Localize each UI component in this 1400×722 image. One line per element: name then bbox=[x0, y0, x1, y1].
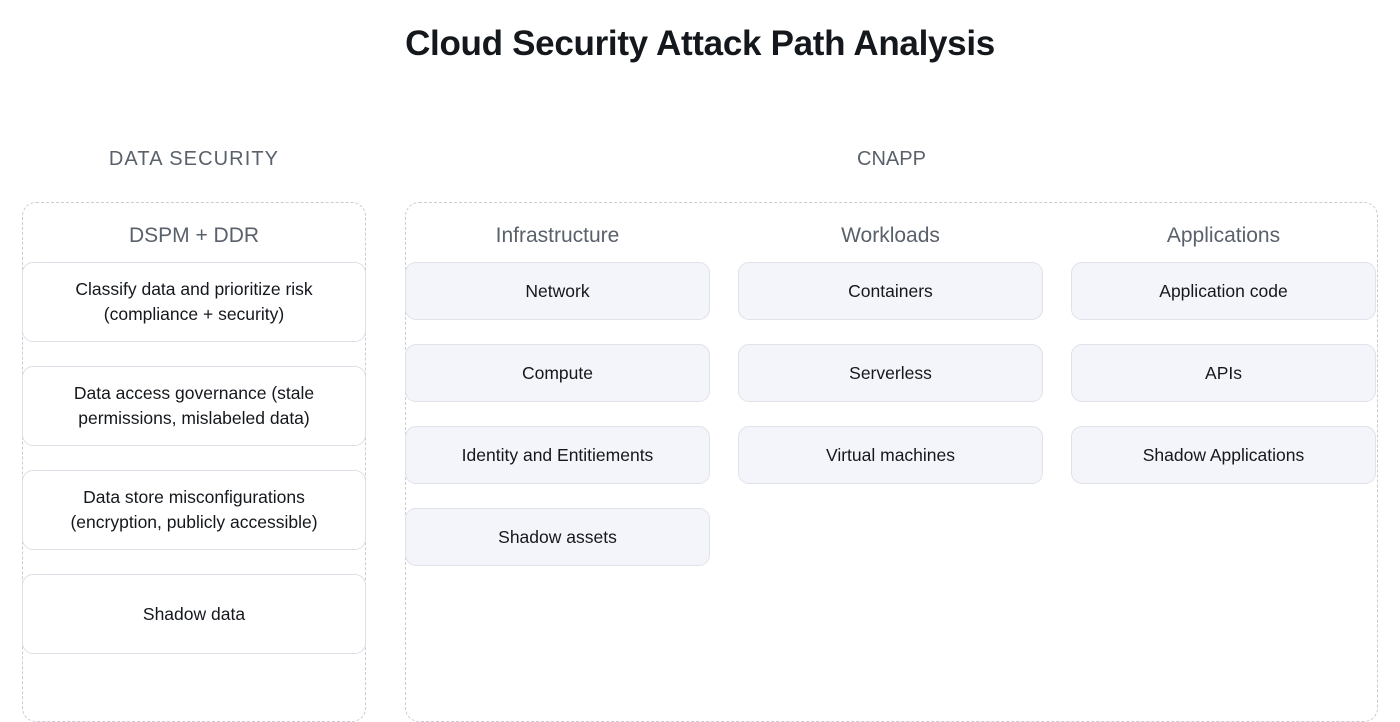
card-list-workloads: Containers Serverless Virtual machines bbox=[738, 262, 1043, 484]
card-list-applications: Application code APIs Shadow Application… bbox=[1071, 262, 1376, 484]
column-applications: Applications Application code APIs Shado… bbox=[1071, 202, 1376, 484]
card-item[interactable]: Virtual machines bbox=[738, 426, 1043, 484]
card-list-dspm-ddr: Classify data and prioritize risk (compl… bbox=[22, 262, 366, 654]
card-item[interactable]: APIs bbox=[1071, 344, 1376, 402]
page-title: Cloud Security Attack Path Analysis bbox=[405, 24, 995, 63]
column-title-workloads: Workloads bbox=[841, 224, 940, 247]
card-item[interactable]: Shadow assets bbox=[405, 508, 710, 566]
card-item[interactable]: Identity and Entitiements bbox=[405, 426, 710, 484]
card-item[interactable]: Serverless bbox=[738, 344, 1043, 402]
card-item[interactable]: Data access governance (stale permission… bbox=[22, 366, 366, 446]
column-title-infrastructure: Infrastructure bbox=[495, 224, 620, 247]
column-title-applications: Applications bbox=[1166, 224, 1281, 247]
card-item[interactable]: Compute bbox=[405, 344, 710, 402]
card-item[interactable]: Application code bbox=[1071, 262, 1376, 320]
card-item[interactable]: Classify data and prioritize risk (compl… bbox=[22, 262, 366, 342]
card-list-infrastructure: Network Compute Identity and Entitiement… bbox=[405, 262, 710, 566]
card-item[interactable]: Data store misconfigurations (encryption… bbox=[22, 470, 366, 550]
column-infrastructure: Infrastructure Network Compute Identity … bbox=[405, 202, 710, 566]
card-item[interactable]: Shadow data bbox=[22, 574, 366, 654]
card-item[interactable]: Containers bbox=[738, 262, 1043, 320]
group-heading-cnapp: CNAPP bbox=[857, 148, 926, 170]
card-item[interactable]: Network bbox=[405, 262, 710, 320]
column-dspm-ddr: DSPM + DDR Classify data and prioritize … bbox=[22, 202, 366, 654]
card-item[interactable]: Shadow Applications bbox=[1071, 426, 1376, 484]
column-title-dspm-ddr: DSPM + DDR bbox=[128, 224, 260, 247]
group-heading-data-security: DATA SECURITY bbox=[108, 148, 280, 170]
column-workloads: Workloads Containers Serverless Virtual … bbox=[738, 202, 1043, 484]
